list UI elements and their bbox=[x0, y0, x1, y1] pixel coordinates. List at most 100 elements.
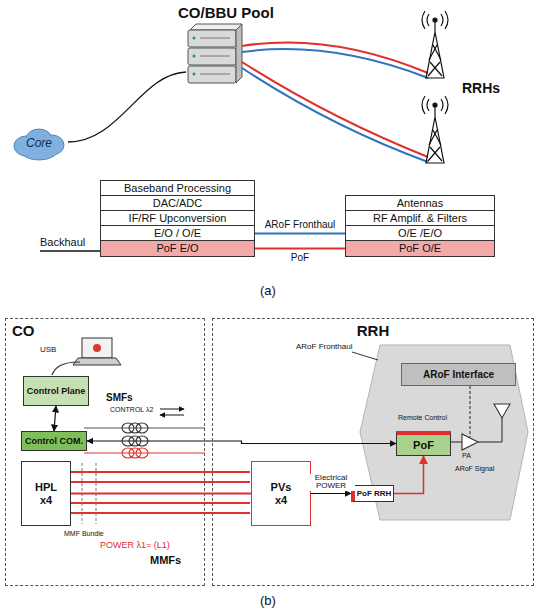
fronthaul-lines bbox=[242, 62, 428, 157]
antenna-tower bbox=[430, 62, 442, 76]
fronthaul-lines bbox=[242, 68, 428, 162]
antenna-tower bbox=[433, 103, 437, 107]
pa-chain bbox=[478, 441, 502, 442]
pof-box: PoF RRH bbox=[351, 485, 394, 502]
node-text: Control COM. bbox=[25, 436, 83, 446]
fronthaul-lines bbox=[242, 42, 428, 162]
antenna-tower bbox=[427, 14, 429, 26]
node-text: x4 bbox=[275, 494, 287, 507]
interface-box: ARoF Interface bbox=[401, 363, 516, 386]
node-text: IF/RF Upconversion bbox=[129, 212, 227, 225]
node-text: RF Amplif. & Filters bbox=[373, 212, 467, 225]
antenna-tower bbox=[434, 22, 435, 32]
connector bbox=[255, 233, 345, 235]
mmf-fibers bbox=[70, 512, 250, 514]
antenna-tower bbox=[441, 14, 443, 26]
usb-cable bbox=[52, 362, 80, 375]
server-icon bbox=[193, 73, 196, 76]
rrh-region: RRHPVsx4PoF RRHARoF InterfacePoF bbox=[212, 318, 534, 586]
node-text: E/O / O/E bbox=[154, 227, 201, 240]
leader-line bbox=[352, 352, 378, 360]
panel-label: (b) bbox=[260, 594, 276, 609]
laptop-icon bbox=[82, 338, 112, 358]
node-text: PoF RRH bbox=[357, 489, 392, 498]
server-icon bbox=[236, 24, 242, 83]
control-box: Control COM. bbox=[21, 431, 87, 451]
connector bbox=[87, 441, 396, 444]
server-icon bbox=[200, 74, 230, 75]
rrh-label: RRHs bbox=[462, 80, 500, 96]
antenna-tower bbox=[422, 11, 448, 78]
connector bbox=[394, 456, 424, 494]
node-text: Baseband Processing bbox=[124, 182, 231, 195]
smf-fibers bbox=[84, 453, 205, 454]
antenna-tower bbox=[426, 117, 444, 163]
antenna-tower bbox=[422, 11, 425, 29]
fiber-spool bbox=[129, 448, 141, 458]
antenna-tower bbox=[422, 96, 448, 163]
backhaul-line bbox=[40, 250, 100, 251]
fiber-label: MMFs bbox=[150, 554, 181, 567]
node-text: PVs bbox=[271, 481, 292, 494]
connector-label: Electrical POWER bbox=[307, 474, 355, 491]
node-text: Core bbox=[26, 137, 52, 151]
pof-box: PoF bbox=[396, 431, 451, 456]
title-label: CO/BBU Pool bbox=[178, 4, 274, 21]
fiber-label: MMF Bundle bbox=[64, 530, 104, 538]
antenna-tower bbox=[427, 99, 429, 111]
control-arrows bbox=[160, 409, 184, 415]
server-icon bbox=[200, 56, 230, 57]
pa-chain bbox=[494, 404, 510, 418]
fronthaul-lines bbox=[242, 49, 428, 78]
component-label: PA bbox=[462, 452, 471, 460]
node-text: Control Plane bbox=[27, 386, 86, 396]
signal-label: ARoF Signal bbox=[455, 465, 494, 473]
antenna-tower bbox=[434, 107, 435, 117]
connector-label: ARoF Fronthaul bbox=[264, 220, 337, 231]
pa-chain bbox=[450, 441, 462, 442]
node-text: x4 bbox=[40, 494, 52, 507]
mmf-fibers bbox=[70, 472, 250, 513]
signal-label: POWER λ1= (L1) bbox=[100, 540, 170, 550]
pa-chain bbox=[469, 386, 470, 437]
mmf-fibers bbox=[70, 471, 250, 473]
connectors bbox=[54, 234, 424, 494]
antenna-tower bbox=[422, 96, 425, 114]
node-text: PoF bbox=[413, 439, 434, 452]
link-label: Backhaul bbox=[40, 236, 85, 249]
link-label: ARoF Fronthaul bbox=[296, 342, 352, 351]
connector bbox=[54, 406, 56, 431]
antenna-tower bbox=[441, 99, 443, 111]
connector bbox=[255, 248, 345, 250]
laptop-icon bbox=[73, 358, 121, 365]
pa-chain bbox=[450, 386, 510, 450]
laptop-icon bbox=[93, 344, 101, 352]
server-icon bbox=[188, 66, 236, 83]
laptop-icon bbox=[73, 338, 121, 365]
connector-label: PoF bbox=[290, 253, 310, 264]
control-arrows bbox=[160, 415, 184, 416]
antenna-tower bbox=[429, 45, 437, 60]
server-icon bbox=[193, 37, 196, 40]
antenna-tower bbox=[430, 147, 442, 161]
antenna-tower bbox=[428, 62, 440, 76]
node-text: DAC/ADC bbox=[153, 197, 203, 210]
fiber-spool bbox=[136, 448, 148, 458]
server-icon bbox=[188, 24, 242, 83]
signal-label: CONTROL λ2 bbox=[110, 406, 153, 414]
pa-chain bbox=[501, 418, 502, 442]
antenna-tower bbox=[429, 130, 437, 145]
control-box: Control Plane bbox=[23, 376, 89, 406]
node-text: HPL bbox=[35, 481, 57, 494]
node-text: O/E /E/O bbox=[398, 227, 442, 240]
fiber-spool bbox=[122, 423, 134, 433]
antenna-tower bbox=[426, 32, 444, 78]
node-text: PoF O/E bbox=[399, 242, 441, 255]
laser-box: HPLx4 bbox=[21, 461, 71, 526]
server-icon bbox=[193, 55, 196, 58]
server-icon bbox=[200, 38, 230, 39]
antenna-tower bbox=[433, 45, 441, 60]
control-arrows bbox=[160, 409, 184, 410]
pof-layer-box: PoF O/E bbox=[345, 240, 495, 257]
